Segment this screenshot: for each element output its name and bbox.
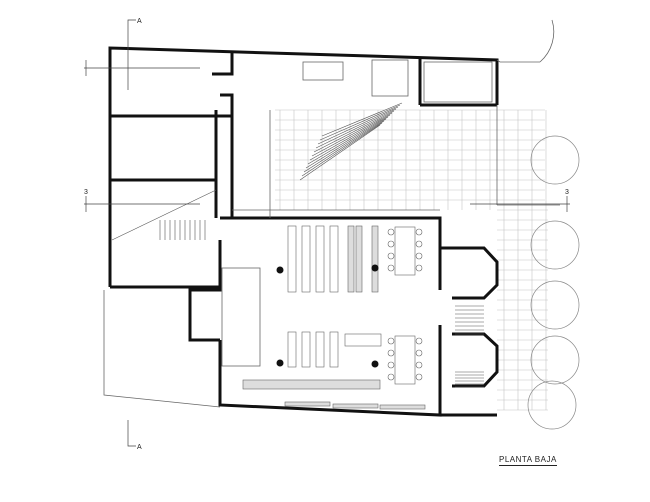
bookshelf — [379, 404, 426, 410]
columns — [276, 264, 379, 368]
seat-row — [287, 331, 297, 368]
stair-rail — [111, 189, 217, 241]
tree-canopy — [530, 135, 580, 185]
chair — [387, 252, 395, 260]
trees — [527, 135, 580, 430]
stair-tread — [319, 104, 401, 141]
chair — [387, 373, 395, 381]
courtyard-paving — [275, 109, 548, 411]
chair — [387, 349, 395, 357]
interior-lines — [103, 19, 560, 408]
chair — [387, 337, 395, 345]
section-marker-a — [84, 19, 570, 447]
stair-tread — [305, 118, 387, 169]
seat-row — [315, 225, 325, 293]
bookshelf — [371, 225, 379, 293]
bookshelf — [355, 225, 363, 293]
study-table — [394, 335, 416, 385]
chair — [415, 228, 423, 236]
stair-tread — [309, 114, 391, 161]
seat-row — [329, 331, 339, 368]
bookshelf — [284, 401, 331, 407]
seat-row — [315, 331, 325, 368]
seat-row — [329, 225, 339, 293]
stair-tread — [311, 112, 393, 157]
column — [276, 359, 284, 367]
column — [276, 266, 284, 274]
chair — [415, 361, 423, 369]
stair-tread — [321, 102, 403, 137]
seat-row — [287, 225, 297, 293]
stairs — [111, 102, 484, 388]
column — [371, 360, 379, 368]
bookshelf — [347, 225, 355, 293]
chair — [415, 252, 423, 260]
chair — [415, 373, 423, 381]
stair-tread — [315, 108, 397, 149]
tree-canopy — [530, 335, 580, 385]
section-3-left-label: 3 — [84, 189, 88, 196]
chair — [415, 349, 423, 357]
tree-canopy — [527, 380, 577, 430]
section-a-top-label: A — [137, 18, 142, 25]
bookshelf — [242, 379, 381, 390]
column — [371, 264, 379, 272]
stair-tread — [303, 120, 385, 173]
tree-canopy — [530, 220, 580, 270]
stair-tread — [317, 106, 399, 145]
exterior-walls — [108, 46, 499, 417]
chair — [387, 264, 395, 272]
reception-desk — [344, 333, 382, 347]
bookshelf — [332, 403, 379, 409]
section-3-right-label: 3 — [565, 189, 569, 196]
reading-room-furniture — [242, 225, 426, 410]
seat-row — [301, 331, 311, 368]
stair-tread — [313, 110, 395, 153]
stair-tread — [307, 116, 389, 165]
stair-tread — [301, 122, 383, 177]
study-table — [394, 226, 416, 276]
section-a-bottom-label: A — [137, 444, 142, 451]
chair — [415, 240, 423, 248]
drawing-title: PLANTA BAJA — [499, 455, 557, 466]
tree-canopy — [530, 280, 580, 330]
seat-row — [301, 225, 311, 293]
chair — [415, 337, 423, 345]
chair — [387, 228, 395, 236]
chair — [387, 361, 395, 369]
chair — [415, 264, 423, 272]
chair — [387, 240, 395, 248]
stair-tread — [299, 124, 381, 181]
